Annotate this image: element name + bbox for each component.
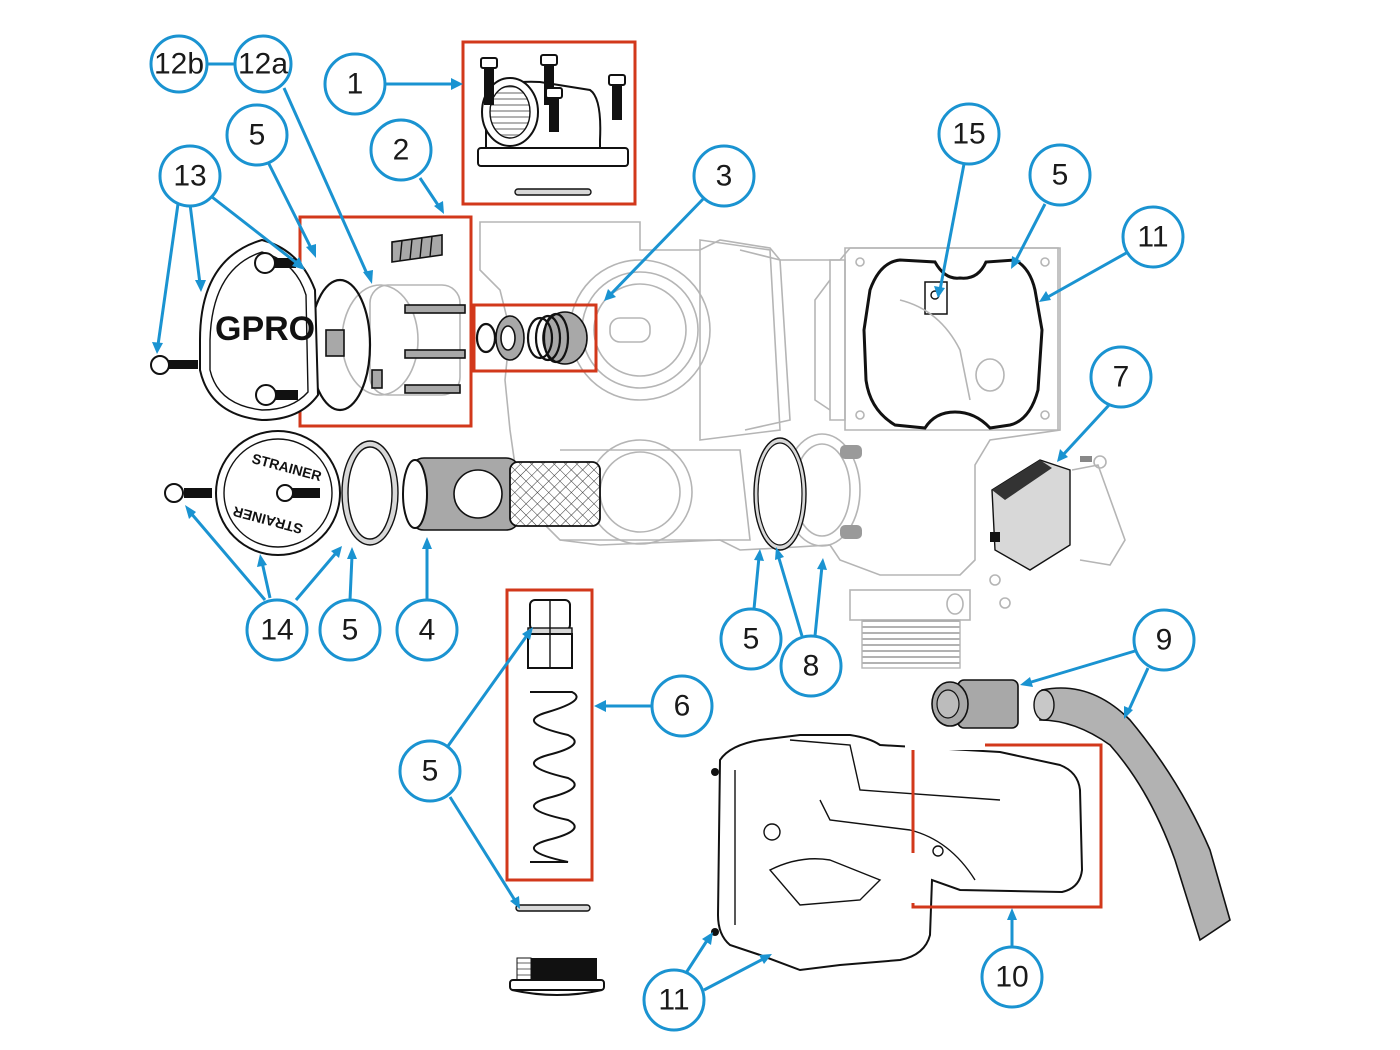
brand-label-gpro: GPRO [215,310,315,348]
part-1-inlet-fitting [461,40,637,206]
callout-2-label: 2 [393,134,410,167]
callout-11-bottom-label: 11 [658,984,689,1017]
callout-15-label: 15 [952,118,985,151]
callout-14-label: 14 [260,614,293,647]
callout-13: 13 [158,144,222,208]
callout-3-label: 3 [716,160,733,193]
spring [530,691,578,863]
callout-9-label: 9 [1156,624,1173,657]
callout-6-label: 6 [674,690,691,723]
callout-12b-label: 12b [154,48,204,81]
callout-12a-label: 12a [238,48,288,81]
callout-14: 14 [245,598,309,662]
callout-13-label: 13 [173,160,206,193]
highlight-box-part-10 [911,743,1103,909]
callout-10: 10 [980,945,1044,1009]
strainer-assembly: STRAINER STRAINER [164,430,601,556]
callout-15: 15 [937,102,1001,166]
highlight-box-part-6 [505,588,594,882]
callout-5-right: 5 [1028,143,1092,207]
callout-5-mid: 5 [719,607,783,671]
callout-10-label: 10 [995,961,1028,994]
callout-1-label: 1 [347,68,364,101]
front-cover-gpro: GPRO [150,238,320,422]
callout-5-strainer: 5 [318,598,382,662]
motor-housing-gasket [862,258,1044,430]
callout-11-bottom: 11 [642,968,706,1032]
callout-3: 3 [692,144,756,208]
callout-5-top: 5 [225,103,289,167]
part-6-valve-spring [505,588,605,996]
part-9-cable-gland-and-hose [931,679,1231,942]
part-10-11-motor-cover [711,734,1103,972]
volute-oring [753,437,807,551]
leader-lines [152,62,1150,992]
callout-4-label: 4 [419,614,436,647]
callout-12a: 12a [233,34,293,94]
callout-2: 2 [369,118,433,182]
callout-5-strainer-label: 5 [342,614,359,647]
part-2-rotor-group [298,215,473,428]
callout-11-top: 11 [1121,205,1185,269]
callout-5-spring-label: 5 [422,755,439,788]
callout-9: 9 [1132,608,1196,672]
callout-7-label: 7 [1113,361,1130,394]
callout-1: 1 [323,52,387,116]
part-3-mechanical-seal [472,303,598,373]
callout-8-label: 8 [803,650,820,683]
callout-5-right-label: 5 [1052,159,1069,192]
callout-6: 6 [650,674,714,738]
part-7-switch [990,455,1126,571]
highlight-box-part-3 [472,303,598,373]
callout-8: 8 [779,634,843,698]
callout-4: 4 [395,598,459,662]
callout-11-top-label: 11 [1137,221,1168,254]
highlight-box-part-1 [461,40,637,206]
callout-5-spring: 5 [398,739,462,803]
callout-5-mid-label: 5 [743,623,760,656]
callout-5-top-label: 5 [249,119,266,152]
callout-12b: 12b [149,34,209,94]
callout-7: 7 [1089,345,1153,409]
